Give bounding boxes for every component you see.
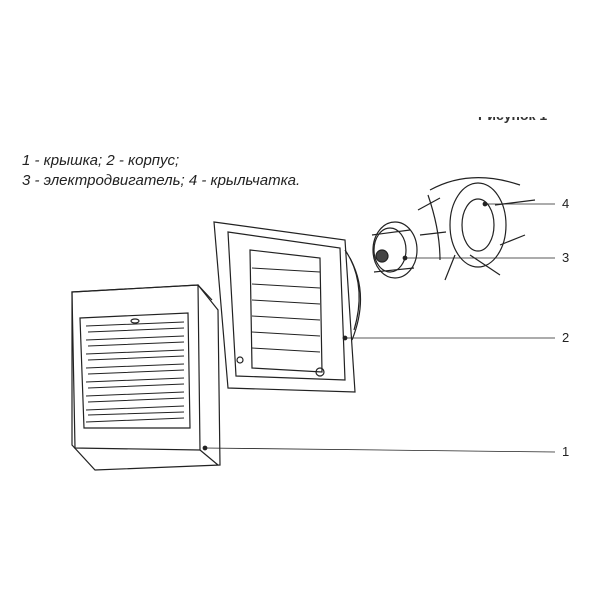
legend-line-1: 1 - крышка; 2 - корпус; bbox=[22, 152, 180, 169]
motor-part bbox=[371, 221, 418, 279]
cover-part bbox=[71, 284, 221, 471]
callout-2: 2 bbox=[562, 330, 570, 345]
leader-line-1 bbox=[204, 447, 556, 453]
callout-4: 4 bbox=[562, 196, 570, 211]
leader-lines bbox=[202, 201, 556, 453]
callout-1: 1 bbox=[562, 444, 570, 459]
legend-line-2: 3 - электродвигатель; 4 - крыльчатка. bbox=[22, 172, 301, 189]
figure-title: Рисунок 1 bbox=[478, 117, 547, 125]
figure-title-text: Рисунок 1 bbox=[478, 117, 547, 125]
impeller-part bbox=[417, 177, 536, 281]
housing-part bbox=[213, 221, 362, 393]
callout-3: 3 bbox=[562, 250, 570, 265]
